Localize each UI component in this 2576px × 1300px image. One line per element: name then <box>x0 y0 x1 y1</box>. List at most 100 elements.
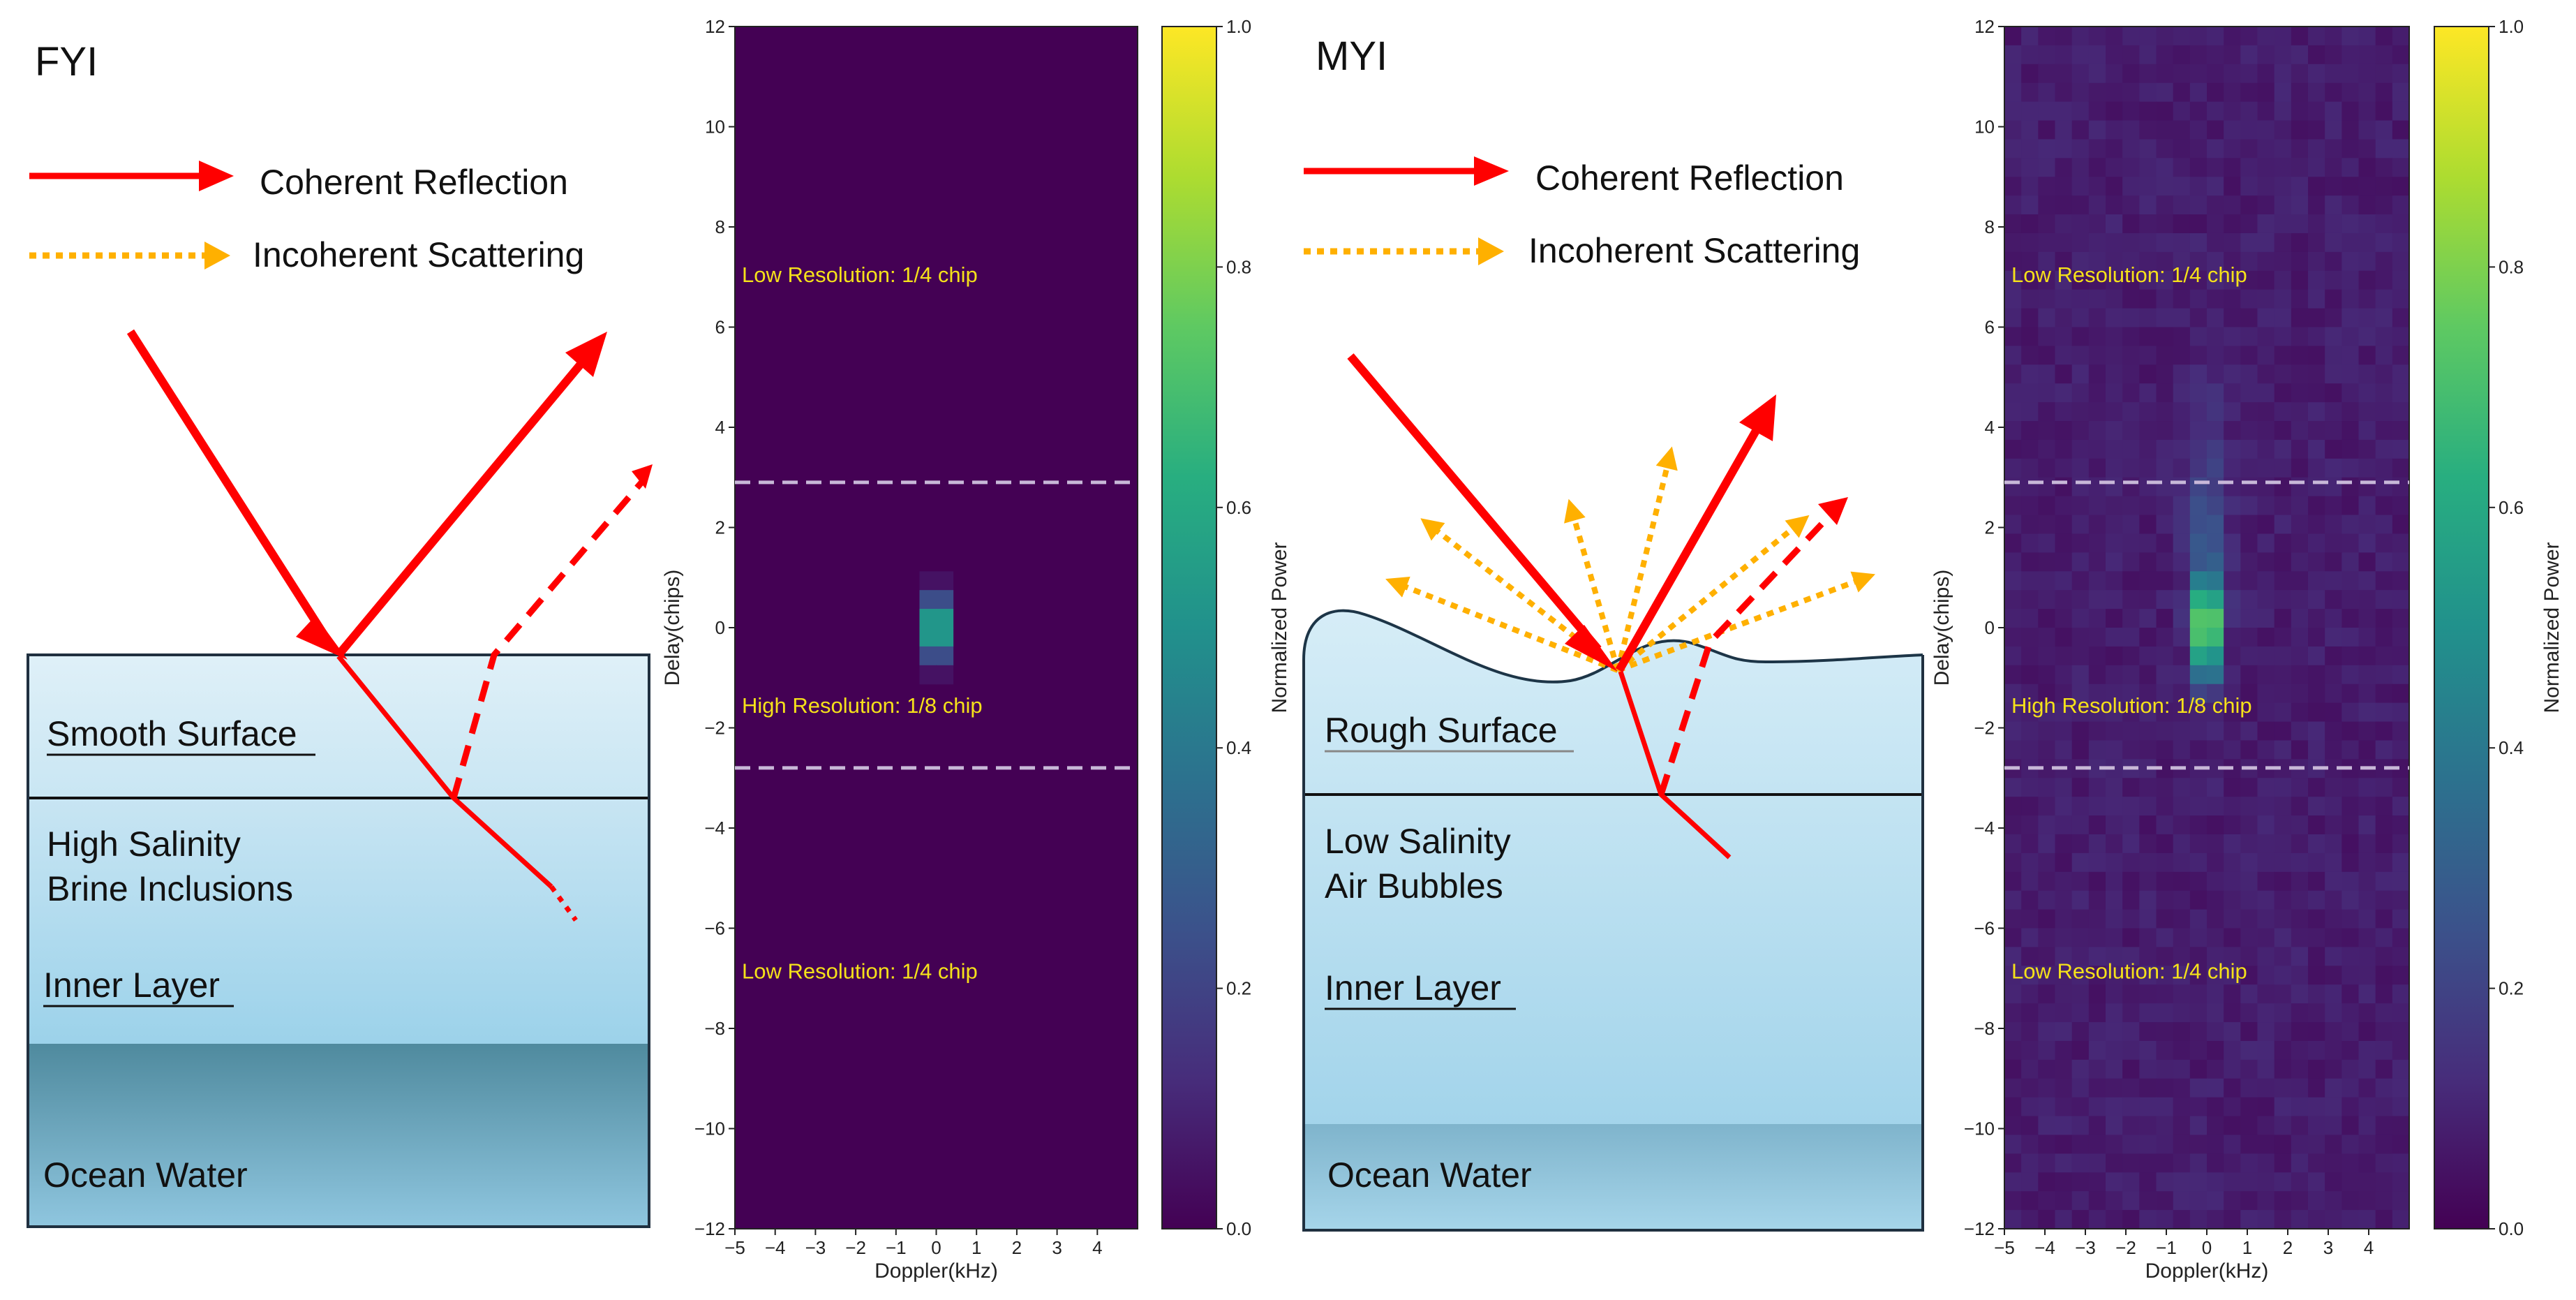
heatmap-cell <box>2224 421 2241 441</box>
heatmap-cell <box>2375 890 2393 910</box>
heatmap-cell <box>2038 139 2056 158</box>
heatmap-cell <box>2122 251 2140 272</box>
x-tick-label: −4 <box>2034 1237 2055 1258</box>
heatmap-cell <box>2038 458 2056 478</box>
heatmap-cell <box>2021 421 2039 441</box>
heatmap-cell <box>2342 64 2360 84</box>
heatmap-cell <box>2189 533 2208 553</box>
heatmap-cell <box>2106 177 2123 196</box>
heatmap-cell <box>2055 364 2073 384</box>
heatmap-cell <box>2325 364 2342 384</box>
colorbar-label: Normalized Power <box>2540 542 2563 713</box>
heatmap-cell <box>2207 421 2224 441</box>
heatmap-cell <box>2055 834 2073 854</box>
heatmap-cell <box>2291 308 2309 328</box>
heatmap-cell <box>2325 1059 2342 1079</box>
heatmap-cell <box>2173 1135 2191 1154</box>
heatmap-cell <box>2189 665 2208 685</box>
heatmap-cell <box>2004 120 2022 140</box>
heatmap-cell <box>2207 1040 2224 1061</box>
heatmap-cell <box>2173 101 2191 121</box>
heatmap-cell <box>2392 909 2410 929</box>
heatmap-cell <box>2325 289 2342 309</box>
heatmap-cell <box>2106 966 2123 985</box>
heatmap-cell <box>2358 702 2376 723</box>
heatmap-cell <box>2071 402 2090 422</box>
heatmap-cell <box>2308 1116 2325 1136</box>
myi-ice-body <box>1304 610 1923 1230</box>
heatmap-cell <box>2088 477 2106 497</box>
heatmap-cell <box>2156 158 2174 177</box>
heatmap-cell <box>2173 158 2191 177</box>
heatmap-cell <box>2291 834 2309 854</box>
heatmap-cell <box>2308 947 2325 966</box>
heatmap-cell <box>2021 1003 2039 1023</box>
heatmap-cell <box>2291 1097 2309 1117</box>
heatmap-cell <box>2375 721 2393 741</box>
heatmap-cell <box>2274 1210 2292 1229</box>
heatmap-cell <box>2257 909 2275 929</box>
heatmap-cell <box>2325 646 2342 666</box>
x-tick-label: −1 <box>2156 1237 2177 1258</box>
heatmap-cell <box>2240 270 2258 290</box>
heatmap-cell <box>2156 1040 2174 1061</box>
heatmap-cell <box>2173 45 2191 65</box>
heatmap-cell <box>2038 1040 2056 1061</box>
colorbar-tick-label: 0.0 <box>2499 1218 2524 1239</box>
heatmap-cell <box>2038 439 2056 459</box>
heatmap-cell <box>2257 815 2275 835</box>
heatmap-cell <box>2207 346 2224 365</box>
heatmap-cell <box>2358 1135 2376 1154</box>
heatmap-cell <box>2038 402 2056 422</box>
heatmap-cell <box>2274 1172 2292 1192</box>
heatmap-cell <box>2021 628 2039 647</box>
heatmap-cell <box>2392 1116 2410 1136</box>
heatmap-cell <box>2291 590 2309 610</box>
heatmap-cell <box>2122 1210 2140 1229</box>
heatmap-cell <box>2207 909 2224 929</box>
heatmap-cell <box>2291 158 2309 177</box>
heatmap-cell <box>2308 308 2325 328</box>
heatmap-cell <box>2088 27 2106 46</box>
heatmap-cell <box>2156 477 2174 497</box>
heatmap-cell <box>2325 270 2342 290</box>
heatmap-cell <box>2291 928 2309 948</box>
heatmap-cell <box>2088 496 2106 516</box>
heatmap-cell <box>2173 27 2191 46</box>
heatmap-cell <box>2375 1172 2393 1192</box>
heatmap-cell <box>2055 815 2073 835</box>
heatmap-cell <box>2375 232 2393 253</box>
heatmap-cell <box>2207 270 2224 290</box>
heatmap-cell <box>2156 1059 2174 1079</box>
heatmap-cell <box>2325 702 2342 723</box>
heatmap-cell <box>2173 439 2191 459</box>
heatmap-cell <box>2358 1097 2376 1117</box>
heatmap-cell <box>2139 1153 2157 1173</box>
heatmap-cell <box>2392 1153 2410 1173</box>
heatmap-cell <box>2173 1210 2191 1229</box>
heatmap-cell <box>2122 101 2140 121</box>
heatmap-cell <box>2055 1116 2073 1136</box>
heatmap-cell <box>2055 684 2073 704</box>
heatmap-cell <box>2055 139 2073 158</box>
heatmap-cell <box>2122 496 2140 516</box>
heatmap-cell <box>2274 665 2292 685</box>
x-tick-label: −3 <box>805 1237 826 1258</box>
heatmap-cell <box>2291 909 2309 929</box>
heatmap-cell <box>2257 628 2275 647</box>
heatmap-cell <box>2088 383 2106 403</box>
heatmap-cell <box>2088 158 2106 177</box>
heatmap-cell <box>2375 120 2393 140</box>
heatmap-cell <box>2308 609 2325 628</box>
heatmap-cell <box>2122 308 2140 328</box>
heatmap-cell <box>2106 439 2123 459</box>
heatmap-cell <box>2375 101 2393 121</box>
x-tick-label: 0 <box>931 1237 941 1258</box>
heatmap-cell <box>2106 1135 2123 1154</box>
heatmap-cell <box>2375 1078 2393 1098</box>
heatmap-cell <box>2342 1172 2360 1192</box>
heatmap-cell <box>2375 27 2393 46</box>
heatmap-cell <box>2240 1097 2258 1117</box>
heatmap-cell <box>2291 1022 2309 1042</box>
heatmap-cell <box>2106 1116 2123 1136</box>
